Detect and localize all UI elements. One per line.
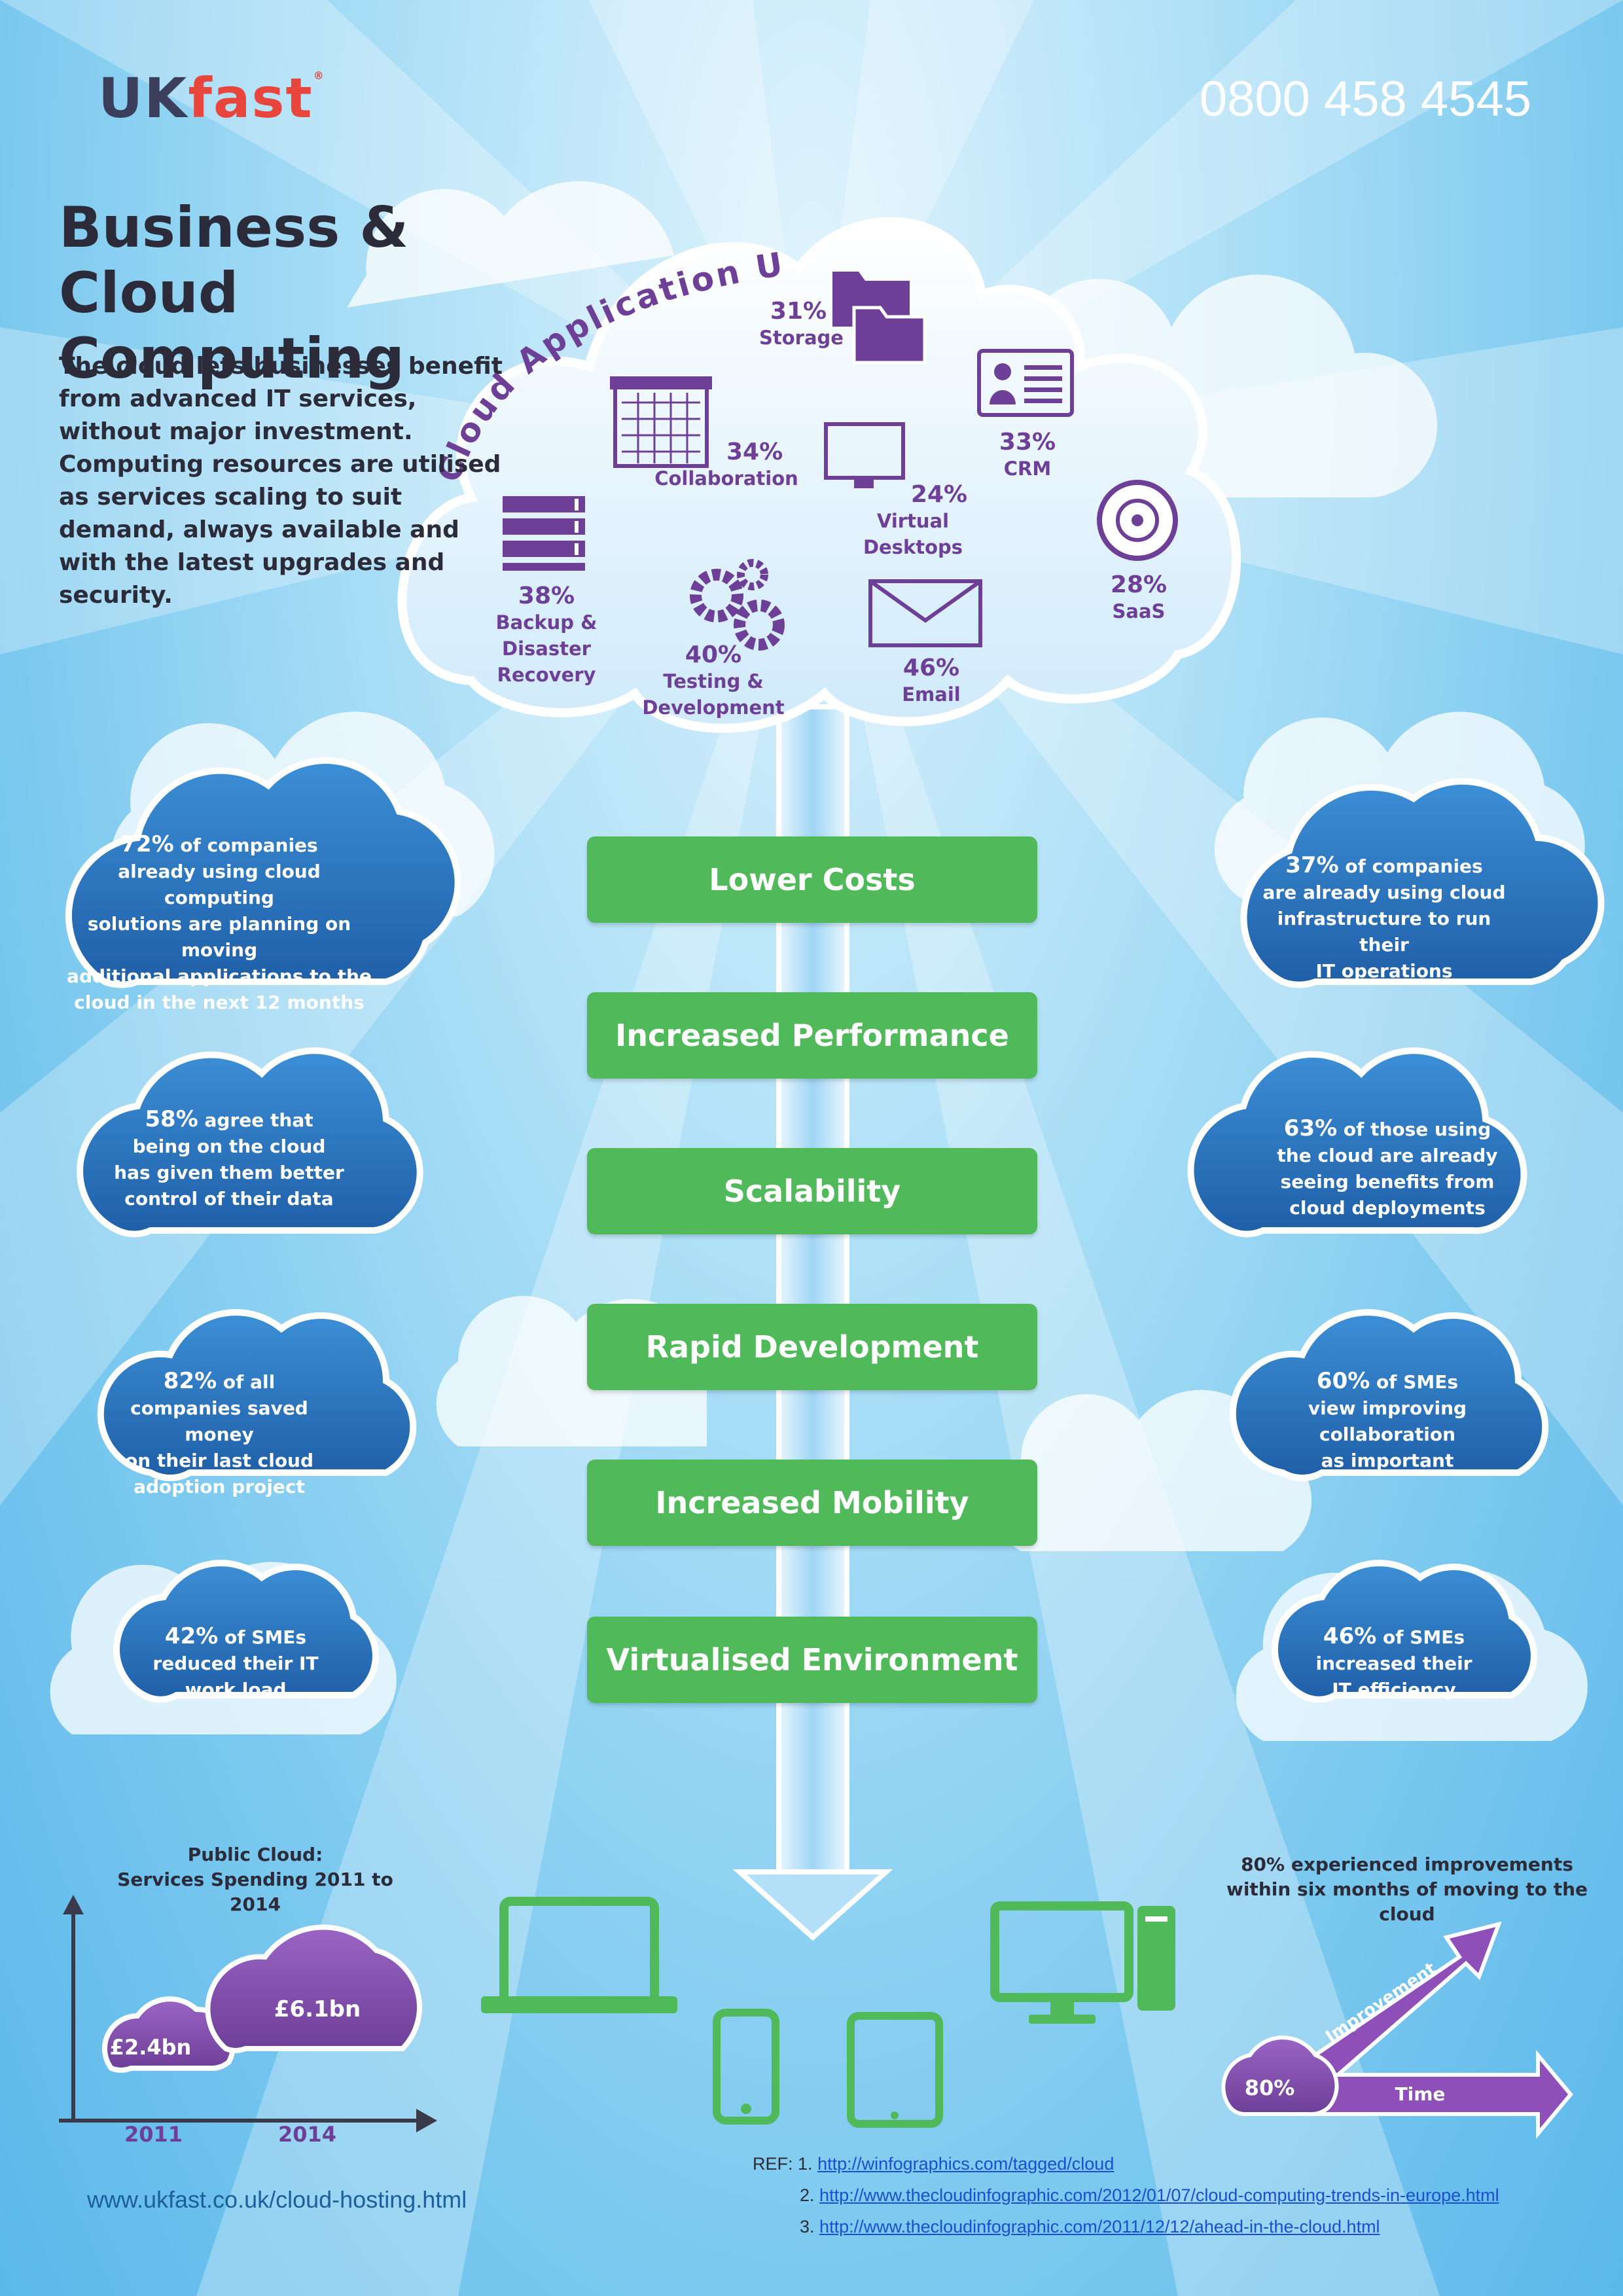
usage-virtual-desktops: 24% Virtual Desktops <box>863 481 968 558</box>
usage-testing: 40% Testing & Development <box>642 641 785 719</box>
improvement-graphic <box>1221 1921 1573 2140</box>
server-stack-icon <box>503 496 585 571</box>
envelope-icon <box>868 579 982 647</box>
usage-cloud-shape <box>397 217 1241 733</box>
disc-icon <box>1097 480 1178 561</box>
stat-46: 46% of SMEs increased their IT efficienc… <box>1315 1623 1472 1700</box>
spending-year-2011: 2011 <box>124 2122 183 2147</box>
spending-2014-value: £6.1bn <box>274 1996 361 2022</box>
usage-saas: 28% SaaS <box>1110 571 1168 622</box>
spending-2011-value: £2.4bn <box>109 2035 192 2060</box>
ref-link-1[interactable]: http://winfographics.com/tagged/cloud <box>817 2154 1115 2174</box>
stat-63: 63% of those using the cloud are already… <box>1277 1115 1498 1219</box>
intro-text: The cloud lets businesses benefit from a… <box>59 353 503 609</box>
stat-60: 60% of SMEs view improving collaboration… <box>1308 1368 1467 1471</box>
monitor-icon <box>824 422 905 488</box>
logo-fast: fast <box>188 66 313 130</box>
usage-backup: 38% Backup & Disaster Recovery <box>495 583 597 686</box>
stat-72: 72% of companies already using cloud com… <box>67 831 372 1013</box>
ref-link-3[interactable]: http://www.thecloudinfographic.com/2011/… <box>819 2217 1380 2236</box>
benefit-lower-costs: Lower Costs <box>587 836 1037 923</box>
spending-axes <box>59 1895 437 2132</box>
logo-registered: ® <box>313 69 325 82</box>
benefit-virtualised-environment: Virtualised Environment <box>587 1617 1037 1703</box>
desktop-icon <box>990 1901 1175 2024</box>
usage-crm: 33% CRM <box>999 429 1056 480</box>
phone-number[interactable]: 0800 458 4545 <box>1199 71 1531 127</box>
logo-uk: UK <box>98 66 188 130</box>
improvement-badge: 80% <box>1244 2075 1295 2100</box>
references: REF: 1. http://winfographics.com/tagged/… <box>753 2154 1499 2236</box>
folders-icon <box>832 272 927 365</box>
usage-icons <box>503 272 1178 651</box>
usage-collaboration: 34% Collaboration <box>654 439 798 490</box>
stat-82: 82% of all companies saved money on thei… <box>124 1368 314 1498</box>
laptop-icon <box>481 1897 677 2013</box>
stat-58: 58% agree that being on the cloud has gi… <box>114 1106 344 1210</box>
ref-link-2[interactable]: http://www.thecloudinfographic.com/2012/… <box>819 2185 1499 2205</box>
time-arrow-label: Time <box>1395 2083 1446 2105</box>
benefit-increased-performance: Increased Performance <box>587 992 1037 1079</box>
stat-37: 37% of companies are already using cloud… <box>1262 852 1506 982</box>
stat-clouds <box>65 757 1605 1703</box>
stat-42: 42% of SMEs reduced their IT work load <box>152 1623 319 1700</box>
benefit-rapid-development: Rapid Development <box>587 1304 1037 1390</box>
tablet-icon <box>847 2012 943 2128</box>
devices <box>481 1897 1175 2128</box>
calendar-grid-icon <box>610 376 712 468</box>
spending-year-2014: 2014 <box>278 2122 337 2147</box>
spending-clouds <box>102 1924 422 2073</box>
improvement-title: 80% experienced improvements within six … <box>1226 1854 1588 1925</box>
usage-email: 46% Email <box>902 655 961 706</box>
benefit-scalability: Scalability <box>587 1148 1037 1234</box>
site-url[interactable]: www.ukfast.co.uk/cloud-hosting.html <box>87 2186 467 2213</box>
gears-icon <box>690 559 785 651</box>
spending-title: Public Cloud: Services Spending 2011 to … <box>117 1844 393 1915</box>
ukfast-logo[interactable]: UKfast® <box>98 71 325 126</box>
phone-icon <box>713 2009 779 2125</box>
id-card-icon <box>977 349 1074 417</box>
usage-storage: 31% Storage <box>759 298 844 349</box>
benefit-increased-mobility: Increased Mobility <box>587 1460 1037 1546</box>
page-title: Business & Cloud Computing <box>59 195 409 391</box>
